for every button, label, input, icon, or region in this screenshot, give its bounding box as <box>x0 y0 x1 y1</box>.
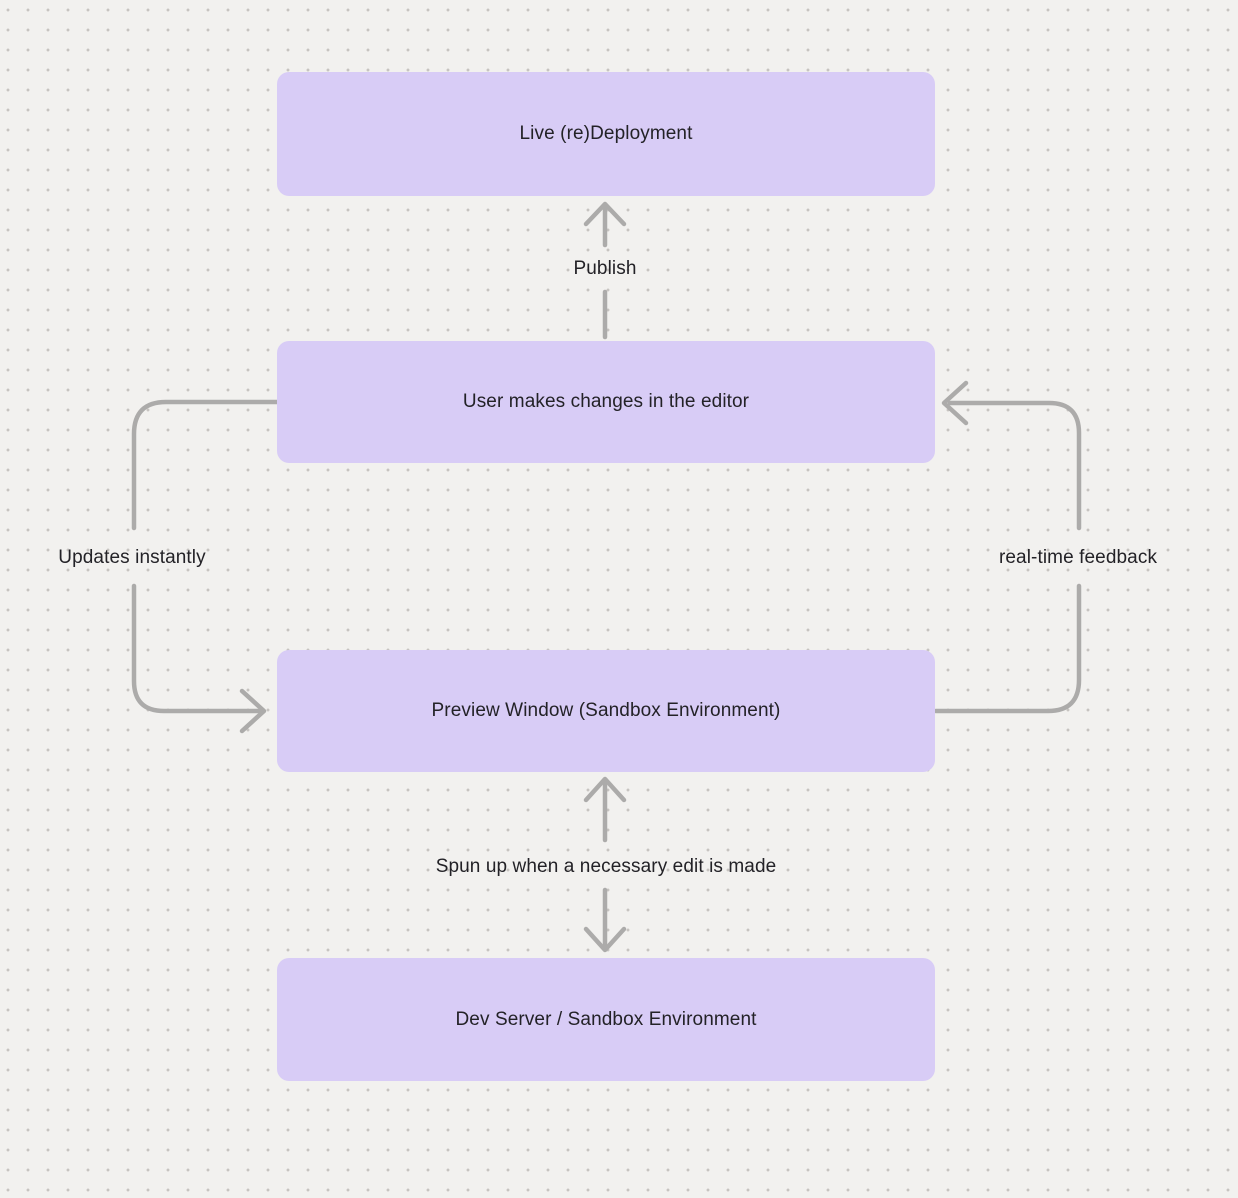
arrow-shaft <box>933 583 1082 714</box>
node-preview-window[interactable]: Preview Window (Sandbox Environment) <box>277 650 935 772</box>
node-label: User makes changes in the editor <box>462 391 750 412</box>
edge-label-spun-up: Spun up when a necessary edit is made <box>435 856 777 877</box>
node-label: Live (re)Deployment <box>519 123 693 144</box>
arrowhead-up-icon <box>583 201 627 227</box>
arrowhead-down-icon <box>583 926 627 953</box>
arrowhead-left-icon <box>941 380 969 426</box>
node-label: Dev Server / Sandbox Environment <box>455 1008 757 1030</box>
node-label: Preview Window (Sandbox Environment) <box>431 700 781 721</box>
edge-label-publish: Publish <box>573 258 637 279</box>
arrow-shaft <box>947 400 1082 531</box>
edge-label-updates-instantly: Updates instantly <box>58 547 206 568</box>
arrow-shaft <box>131 399 280 531</box>
node-live-redeployment[interactable]: Live (re)Deployment <box>277 72 935 196</box>
arrowhead-right-icon <box>239 688 267 734</box>
edge-label-realtime-feedback: real-time feedback <box>998 547 1158 568</box>
node-dev-server[interactable]: Dev Server / Sandbox Environment <box>277 958 935 1081</box>
node-user-makes-changes[interactable]: User makes changes in the editor <box>277 341 935 463</box>
arrow-shaft <box>131 583 263 714</box>
arrowhead-up-icon <box>583 776 627 803</box>
